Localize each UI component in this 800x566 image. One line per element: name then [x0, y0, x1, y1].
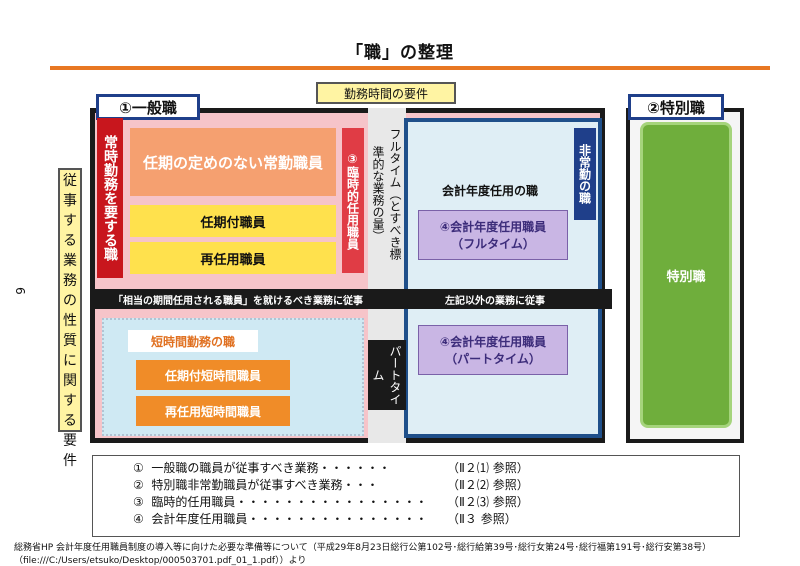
fiscal-fulltime-line2: （フルタイム） [451, 237, 535, 251]
work-hours-requirement-label: 勤務時間の要件 [316, 82, 456, 104]
fiscal-fulltime-line1: ④会計年度任用職員 [439, 220, 547, 234]
divider-right-text: 左記以外の業務に従事 [445, 295, 545, 307]
reappointed-short-time-box: 再任用短時間職員 [136, 396, 290, 426]
legend-item-ref: （Ⅱ２⑵ 参照） [447, 478, 529, 492]
temporary-staff-box: ③臨時的任用職員 [342, 128, 364, 273]
fiscal-year-post-heading: 会計年度任用の職 [441, 183, 538, 198]
nature-char: 質 [63, 333, 77, 349]
duty-divider-band [92, 289, 612, 309]
fiscal-parttime-line2: （パートタイム） [445, 352, 541, 366]
non-regular-frame [404, 118, 602, 438]
legend-item-text: ① 一般職の職員が従事すべき業務・・・・・・ [133, 461, 391, 475]
nature-char: 業 [63, 253, 77, 269]
title-underline [50, 66, 770, 70]
source-file-path: （file:///C:/Users/etsuko/Desktop/0005037… [14, 556, 307, 566]
legend-row: ④ 会計年度任用職員・・・・・・・・・・・・・・・ （Ⅱ３ 参照） [133, 511, 739, 528]
fulltime-label: フルタイム（とすべき標準的な業務の量） [371, 128, 402, 260]
parttime-label: パートタイム [368, 340, 406, 410]
nature-char: 性 [63, 313, 77, 329]
nature-char: 従 [63, 173, 77, 189]
legend-item-text: ② 特別職非常勤職員が従事すべき業務・・・ [133, 478, 379, 492]
page-number: 6 [13, 287, 27, 295]
nature-char: 務 [63, 273, 77, 289]
fixed-term-short-time-box: 任期付短時間職員 [136, 360, 290, 390]
special-post-box: 特別職 [640, 122, 732, 428]
nature-char: に [63, 353, 77, 369]
duty-nature-requirement-label: 従 事 す る 業 務 の 性 質 に 関 す る 要 件 [58, 168, 82, 469]
legend-item-text: ④ 会計年度任用職員・・・・・・・・・・・・・・・ [133, 512, 428, 526]
short-time-post-heading: 短時間勤務の職 [128, 330, 258, 352]
regular-staff-box: 任期の定めのない常勤職員 [130, 128, 336, 196]
source-citation: 総務省HP 会計年度任用職員制度の導入等に向けた必要な準備等について（平成29年… [14, 543, 712, 553]
fixed-term-staff-box: 任期付職員 [130, 205, 336, 237]
legend-item-ref: （Ⅱ３ 参照） [447, 512, 517, 526]
legend-item-text: ③ 臨時的任用職員・・・・・・・・・・・・・・・・ [133, 495, 428, 509]
nature-char: 関 [63, 373, 77, 389]
divider-left-text: 「相当の期間任用される職員」を就けるべき業務に従事 [113, 295, 363, 307]
nature-char: る [63, 413, 77, 429]
fiscal-parttime-line1: ④会計年度任用職員 [439, 335, 547, 349]
permanent-duty-label: 常時勤務を要する職 [97, 118, 123, 278]
legend-item-ref: （Ⅱ２⑶ 参照） [447, 495, 529, 509]
non-regular-post-label: 非常勤の職 [574, 128, 596, 220]
nature-char: 件 [63, 453, 77, 469]
nature-char: す [63, 213, 77, 229]
nature-char: る [63, 233, 77, 249]
general-post-label: ①一般職 [96, 94, 200, 120]
legend-item-ref: （Ⅱ２⑴ 参照） [447, 461, 529, 475]
page-title: 「職」の整理 [346, 43, 454, 63]
reappointed-staff-box: 再任用職員 [130, 242, 336, 274]
fiscal-year-parttime-box: ④会計年度任用職員 （パートタイム） [418, 325, 568, 375]
legend-row: ② 特別職非常勤職員が従事すべき業務・・・ （Ⅱ２⑵ 参照） [133, 477, 739, 494]
legend-row: ① 一般職の職員が従事すべき業務・・・・・・ （Ⅱ２⑴ 参照） [133, 460, 739, 477]
nature-char: の [63, 293, 77, 309]
legend-box: ① 一般職の職員が従事すべき業務・・・・・・ （Ⅱ２⑴ 参照） ② 特別職非常勤… [92, 455, 740, 537]
fiscal-year-fulltime-box: ④会計年度任用職員 （フルタイム） [418, 210, 568, 260]
nature-char: す [63, 393, 77, 409]
legend-row: ③ 臨時的任用職員・・・・・・・・・・・・・・・・ （Ⅱ２⑶ 参照） [133, 494, 739, 511]
nature-char: 事 [63, 193, 77, 209]
special-post-label: ②特別職 [628, 94, 724, 120]
nature-char: 要 [63, 433, 77, 449]
